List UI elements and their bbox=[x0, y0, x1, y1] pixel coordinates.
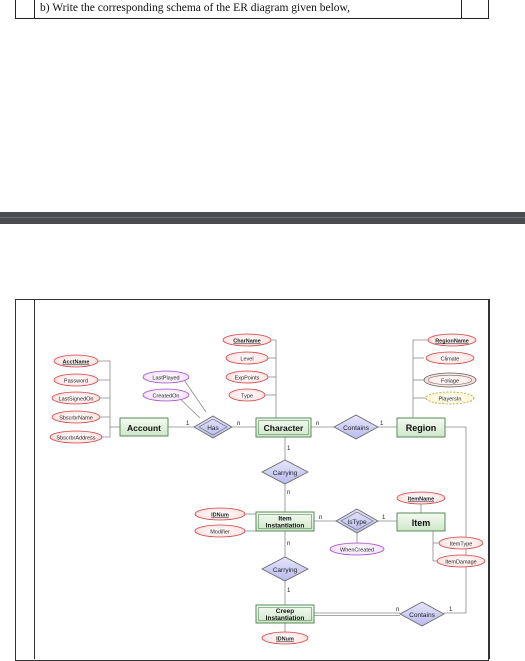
attribute-itemname: ItemName bbox=[396, 491, 446, 505]
attribute-password: Password bbox=[53, 373, 99, 387]
page-break-line bbox=[0, 217, 525, 218]
card-contains-bottom-region: 1 bbox=[449, 607, 453, 613]
attribute-level: Level bbox=[225, 351, 269, 365]
card-istype-item-inst: n bbox=[319, 515, 322, 521]
diagram-table-left-rule bbox=[34, 299, 35, 659]
card-has-account: 1 bbox=[186, 421, 190, 427]
attribute-lastsignedon-label: LastSignedOn bbox=[59, 397, 94, 403]
diagram-table-right-rule bbox=[489, 299, 490, 659]
attribute-acctname-label: AcctName bbox=[63, 360, 90, 366]
relationship-has: Has bbox=[193, 415, 233, 439]
entity-account: Account bbox=[119, 417, 169, 437]
entity-item-label: Item bbox=[412, 518, 431, 528]
attribute-modifier: Modifier bbox=[194, 524, 246, 538]
cardinality-labels: 1 n n 1 1 n n 1 n 1 n 1 bbox=[186, 421, 453, 613]
page-break-band bbox=[0, 212, 525, 224]
attribute-idnum-item: IDNum bbox=[194, 507, 246, 521]
attribute-charname-label: CharName bbox=[233, 339, 261, 345]
entity-region: Region bbox=[396, 417, 446, 438]
card-carrying-bottom-item: n bbox=[287, 541, 290, 547]
attribute-playersin: PlayersIn bbox=[425, 391, 475, 405]
attribute-modifier-label: Modifier bbox=[210, 530, 230, 536]
attribute-createdon: CreatedOn bbox=[142, 388, 190, 402]
relationship-istype: IsType bbox=[335, 508, 379, 534]
entity-creep-instantiation-label-2: Instantiation bbox=[266, 615, 305, 622]
attribute-idnum-creep-label: IDNum bbox=[276, 637, 294, 643]
card-carrying-top-item: n bbox=[287, 490, 290, 496]
attribute-lastsignedon: LastSignedOn bbox=[51, 391, 101, 405]
card-contains-bottom-creep: n bbox=[396, 607, 399, 613]
question-text: b) Write the corresponding schema of the… bbox=[40, 2, 350, 14]
attribute-sbscrbraddress: SbscrbrAddress bbox=[49, 430, 103, 444]
card-has-character: n bbox=[237, 421, 240, 427]
relationship-carrying-bottom: Carrying bbox=[261, 556, 309, 582]
attribute-whencreated-label: WhenCreated bbox=[340, 548, 374, 554]
attribute-itemdamage: ItemDamage bbox=[436, 554, 486, 568]
attribute-sbscrbrname: SbscrbrName bbox=[51, 410, 101, 424]
card-carrying-top-character: 1 bbox=[287, 446, 291, 452]
relationship-has-label: Has bbox=[207, 425, 219, 432]
attribute-sbscrbraddress-label: SbscrbrAddress bbox=[56, 436, 95, 442]
attribute-exppoints: ExpPoints bbox=[225, 370, 269, 384]
entity-creep-instantiation-label-1: Creep bbox=[276, 608, 294, 615]
card-carrying-bottom-creep: 1 bbox=[287, 588, 291, 594]
document-page-top: b) Write the corresponding schema of the… bbox=[0, 0, 525, 212]
connector-lines bbox=[86, 339, 467, 633]
relationship-contains-top: Contains bbox=[333, 414, 379, 440]
attribute-itemtype: ItemType bbox=[438, 536, 484, 550]
relationship-carrying-top-label: Carrying bbox=[273, 470, 298, 477]
attribute-itemtype-label: ItemType bbox=[450, 542, 473, 548]
entity-item: Item bbox=[396, 512, 446, 532]
attribute-lastplayed: LastPlayed bbox=[142, 370, 190, 384]
attribute-password-label: Password bbox=[64, 379, 88, 385]
question-table-right-cell bbox=[461, 0, 488, 19]
relationship-carrying-bottom-label: Carrying bbox=[273, 567, 298, 574]
attribute-whencreated: WhenCreated bbox=[329, 542, 385, 556]
entity-creep-instantiation: Creep Instantiation bbox=[255, 604, 315, 624]
attribute-regionname: RegionName bbox=[427, 333, 477, 347]
attribute-idnum-item-label: IDNum bbox=[211, 513, 229, 519]
relationship-contains-top-label: Contains bbox=[343, 425, 369, 432]
relationship-contains-bottom-label: Contains bbox=[409, 612, 435, 619]
attribute-type: Type bbox=[228, 388, 266, 402]
entity-character-label: Character bbox=[264, 423, 304, 433]
attribute-climate-label: Climate bbox=[441, 357, 460, 363]
attribute-charname: CharName bbox=[222, 333, 272, 347]
entity-item-instantiation-label-2: Instantiation bbox=[266, 523, 305, 530]
entity-character: Character bbox=[255, 417, 312, 438]
attribute-createdon-label: CreatedOn bbox=[153, 394, 180, 400]
attribute-playersin-label: PlayersIn bbox=[439, 397, 462, 403]
relationship-carrying-top: Carrying bbox=[261, 459, 309, 485]
attribute-foliage: Foliage bbox=[423, 372, 477, 388]
entity-item-instantiation: Item Instantiation bbox=[255, 511, 315, 532]
card-contains-region: 1 bbox=[380, 421, 384, 427]
attribute-sbscrbrname-label: SbscrbrName bbox=[59, 416, 93, 422]
attribute-idnum-creep: IDNum bbox=[261, 631, 309, 645]
attribute-acctname: AcctName bbox=[53, 354, 99, 368]
attribute-itemname-label: ItemName bbox=[408, 497, 434, 503]
relationship-contains-bottom: Contains bbox=[399, 601, 445, 627]
question-table-row bbox=[15, 0, 489, 19]
relationship-istype-label: IsType bbox=[347, 519, 367, 526]
entity-region-label: Region bbox=[406, 423, 437, 433]
attribute-lastplayed-label: LastPlayed bbox=[152, 376, 179, 382]
question-table-left-cell bbox=[15, 0, 35, 19]
attribute-level-label: Level bbox=[240, 357, 253, 363]
attribute-itemdamage-label: ItemDamage bbox=[445, 560, 477, 566]
attribute-regionname-label: RegionName bbox=[435, 339, 469, 345]
card-istype-item: 1 bbox=[382, 515, 386, 521]
attribute-foliage-label: Foliage bbox=[441, 379, 459, 385]
card-contains-character: n bbox=[316, 421, 319, 427]
entity-account-label: Account bbox=[127, 423, 161, 433]
attribute-climate: Climate bbox=[425, 351, 475, 365]
attribute-type-label: Type bbox=[241, 394, 253, 400]
attribute-exppoints-label: ExpPoints bbox=[235, 376, 260, 382]
entity-item-instantiation-label-1: Item bbox=[278, 516, 292, 523]
